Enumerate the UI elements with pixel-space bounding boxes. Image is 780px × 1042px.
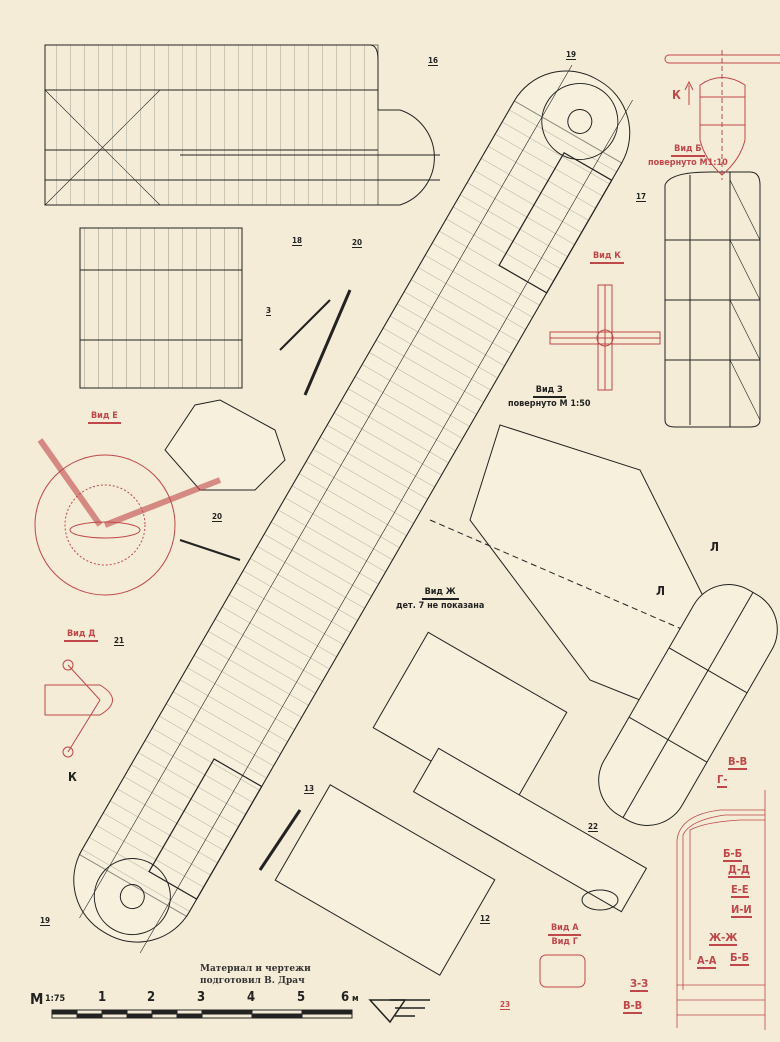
view-z-sub: повернуто: [508, 399, 557, 409]
credit-line-1: Материал и чертежи: [200, 964, 311, 974]
view-ag-label: Вид А Вид Г: [548, 922, 582, 948]
engine-view: [164, 289, 352, 871]
section-label: В-В: [728, 755, 748, 770]
callout-22: 22: [588, 822, 599, 832]
callout-17: 17: [636, 192, 647, 202]
view-k-drawing: [549, 284, 661, 391]
section-label: Ж-Ж: [709, 931, 738, 946]
view-zh-label: Вид Ж дет. 7 не показана: [396, 586, 484, 612]
callout-23: 23: [500, 1000, 511, 1010]
wing-panel-18: [79, 227, 243, 389]
view-b-title: Вид Б: [671, 143, 705, 157]
callout-13: 13: [304, 784, 315, 794]
view-z-scale: М 1:50: [559, 399, 591, 409]
k-arrow-marker: К: [672, 88, 681, 102]
scale-tick: 6: [341, 990, 350, 1005]
view-z-label: Вид З повернуто М 1:50: [508, 384, 591, 410]
wing-panel-16: [44, 44, 440, 206]
view-e-title: Вид Е: [88, 410, 121, 424]
l-marker-2: Л: [656, 584, 665, 598]
view-k-title: Вид К: [590, 250, 624, 264]
view-z-title: Вид З: [532, 384, 566, 398]
callout-3: 3: [266, 306, 272, 316]
view-e-drawing: [34, 438, 222, 596]
fuselage: [274, 424, 778, 976]
view-b-label: Вид Б повернуто М1:10: [648, 143, 728, 169]
section-label: А-А: [697, 954, 717, 969]
scale-label: М: [30, 990, 44, 1008]
sections-drawing: [676, 790, 766, 1030]
callout-12: 12: [480, 914, 491, 924]
section-label: И-И: [731, 903, 752, 918]
view-zh-sub: дет. 7 не показана: [396, 601, 485, 611]
l-marker-1: Л: [710, 540, 719, 554]
section-label: Б-Б: [723, 847, 743, 862]
view-d-label: Вид Д: [64, 628, 99, 642]
callout-19-bottom: 19: [40, 916, 51, 926]
view-b-scale: М1:10: [699, 158, 728, 168]
scale-tick: 2: [147, 990, 156, 1005]
scale-bar: [51, 1009, 353, 1019]
section-label: З-З: [630, 977, 649, 992]
credit: Материал и чертежи подготовил В. Драч: [200, 963, 311, 987]
k-marker: К: [68, 770, 77, 784]
callout-21: 21: [114, 636, 125, 646]
scale-tick: 5: [297, 990, 306, 1005]
section-label: Е-Е: [731, 883, 749, 898]
view-zh-title: Вид Ж: [421, 586, 459, 600]
section-label: Д-Д: [728, 863, 750, 878]
view-e-label: Вид Е: [88, 410, 121, 424]
scale-tick: 1: [98, 990, 107, 1005]
credit-line-2: подготовил В. Драч: [200, 976, 305, 986]
section-label: В-В: [623, 999, 643, 1014]
scale-tick: 4: [247, 990, 256, 1005]
main-wing: [73, 64, 633, 954]
view-b-sub: повернуто: [648, 158, 697, 168]
view-d-drawing: [44, 659, 113, 758]
view-a-title: Вид А: [548, 922, 582, 936]
scale-tick: 3: [197, 990, 206, 1005]
view-b-drawing: [664, 50, 780, 180]
view-g-title: Вид Г: [551, 937, 578, 947]
section-label: Б-Б: [730, 951, 750, 966]
view-d-title: Вид Д: [64, 628, 99, 642]
callout-16: 16: [428, 56, 439, 66]
view-ag-drawing: [539, 954, 586, 988]
scale-unit: м: [352, 994, 359, 1004]
callout-18: 18: [292, 236, 303, 246]
wing-panel-17: [664, 171, 761, 428]
callout-20-left: 20: [212, 512, 223, 522]
callout-20-top: 20: [352, 238, 363, 248]
section-label: Г-: [717, 773, 728, 788]
callout-19-top: 19: [566, 50, 577, 60]
view-k-label: Вид К: [590, 250, 624, 264]
logo: [368, 999, 430, 1024]
scale-ratio: 1:75: [45, 994, 66, 1004]
